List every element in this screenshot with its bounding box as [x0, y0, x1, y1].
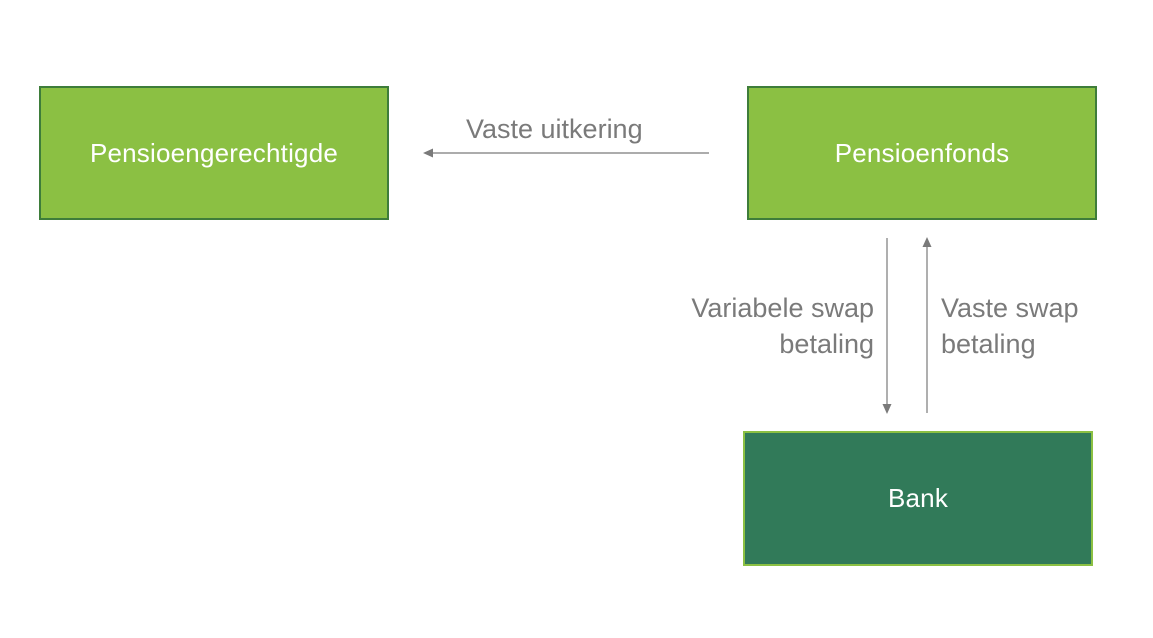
arrow-vaste-uitkering: [423, 148, 709, 158]
edge-label-variabele-swap-line1: Variabele swap: [691, 293, 874, 323]
arrow-variabele-swap: [882, 238, 892, 414]
edge-label-variabele-swap-line2: betaling: [779, 329, 874, 359]
node-bank-label: Bank: [887, 483, 949, 513]
edge-label-vaste-swap-line1: Vaste swap: [941, 293, 1079, 323]
node-pensioengerechtigde-label: Pensioengerechtigde: [89, 137, 339, 168]
edge-label-vaste-swap: Vaste swap betaling: [941, 290, 1141, 362]
arrow-vaste-swap: [922, 237, 932, 413]
node-bank: Bank: [743, 431, 1093, 566]
edge-label-vaste-swap-line2: betaling: [941, 329, 1036, 359]
edge-label-vaste-uitkering: Vaste uitkering: [466, 114, 643, 144]
node-pensioengerechtigde: Pensioengerechtigde: [39, 86, 389, 220]
edge-label-variabele-swap: Variabele swap betaling: [614, 290, 874, 362]
node-pensioenfonds-label: Pensioenfonds: [834, 137, 1010, 168]
node-pensioenfonds: Pensioenfonds: [747, 86, 1097, 220]
